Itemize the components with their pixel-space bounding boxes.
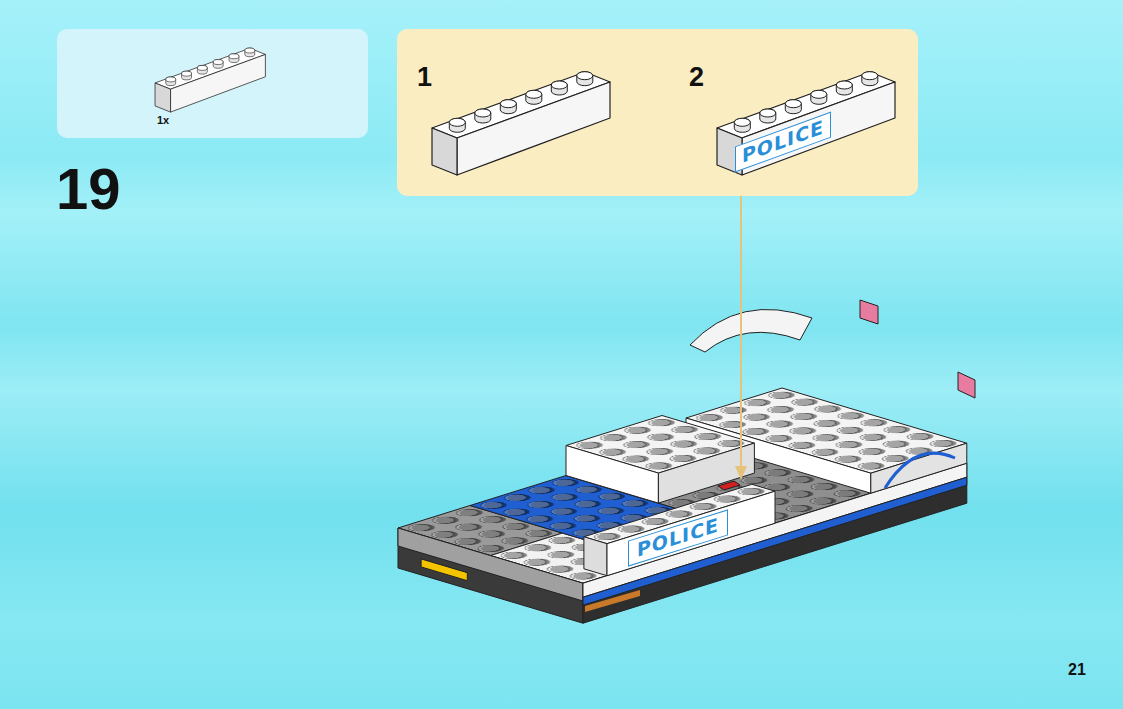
step-number: 19	[56, 160, 121, 218]
sub-step-number: 1	[417, 64, 432, 91]
page-number: 21	[1068, 662, 1086, 678]
sub-step-number: 2	[689, 64, 704, 91]
sub-step-panel: 12	[397, 29, 918, 196]
brick-part	[57, 29, 368, 138]
brick-sub-steps	[397, 29, 918, 196]
part-count: 1x	[157, 115, 169, 126]
parts-panel: 1x	[57, 29, 368, 138]
